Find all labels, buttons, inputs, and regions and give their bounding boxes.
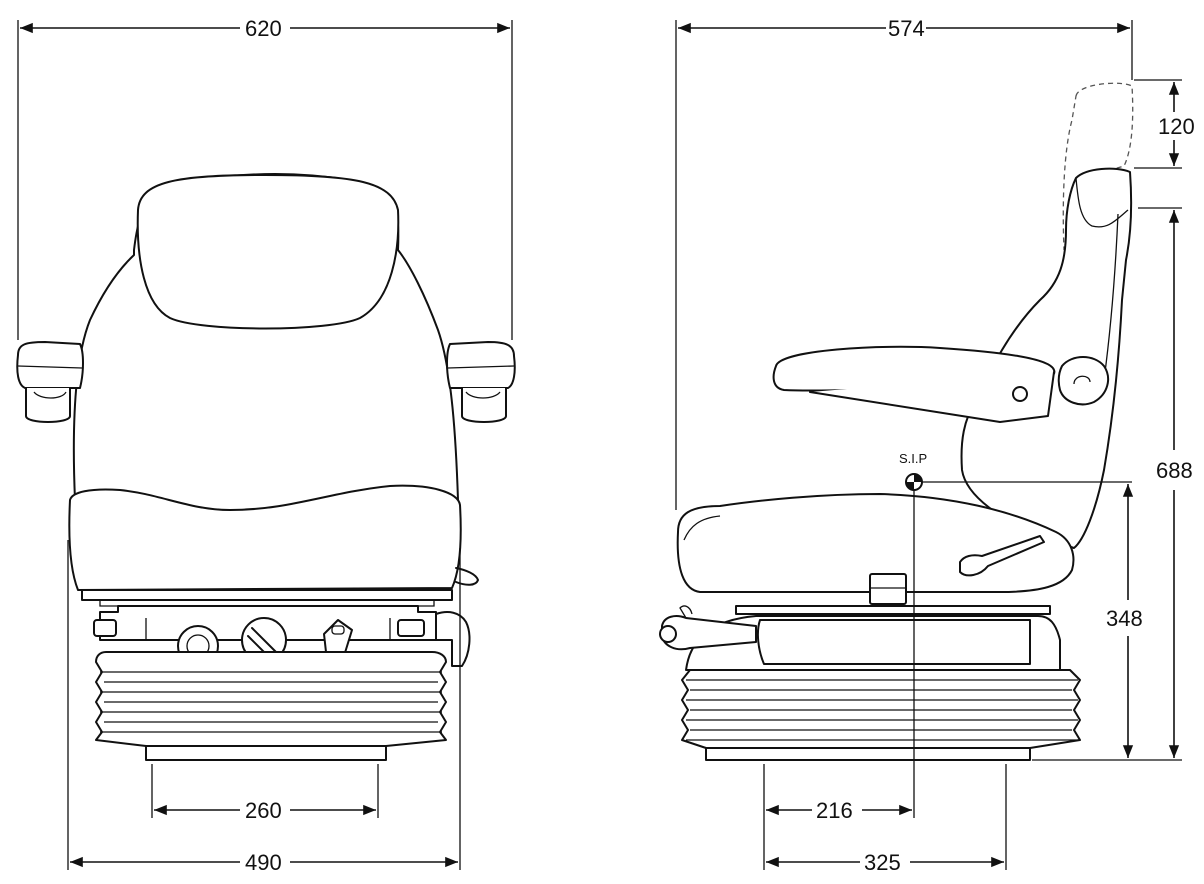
front-right-armrest	[446, 341, 516, 423]
sip-label: S.I.P	[899, 451, 927, 466]
dim-side-overall-depth: 574	[888, 16, 925, 41]
side-armrest	[772, 345, 1110, 423]
side-headrest-raised	[1062, 82, 1134, 251]
dimension-labels: 620 490 260 574 120 688 348 216 325	[245, 16, 1195, 875]
side-view: S.I.P	[659, 82, 1134, 761]
dim-side-sip-height: 348	[1106, 606, 1143, 631]
dim-side-base-depth: 325	[864, 850, 901, 875]
dim-side-sip-to-mount: 216	[816, 798, 853, 823]
dim-side-headrest-adjust: 120	[1158, 114, 1195, 139]
dim-side-overall-height: 688	[1156, 458, 1193, 483]
dim-front-overall-width: 620	[245, 16, 282, 41]
front-view	[16, 173, 516, 761]
side-bellows	[681, 669, 1081, 749]
dimension-lines	[17, 20, 1182, 870]
front-backrest	[72, 173, 459, 501]
front-seat-cushion	[68, 484, 462, 591]
sip-marker: S.I.P	[899, 451, 927, 491]
front-bellows	[95, 651, 447, 747]
dim-front-mount-width: 260	[245, 798, 282, 823]
front-left-armrest	[16, 341, 84, 423]
front-headrest	[136, 174, 400, 330]
dim-front-base-width: 490	[245, 850, 282, 875]
